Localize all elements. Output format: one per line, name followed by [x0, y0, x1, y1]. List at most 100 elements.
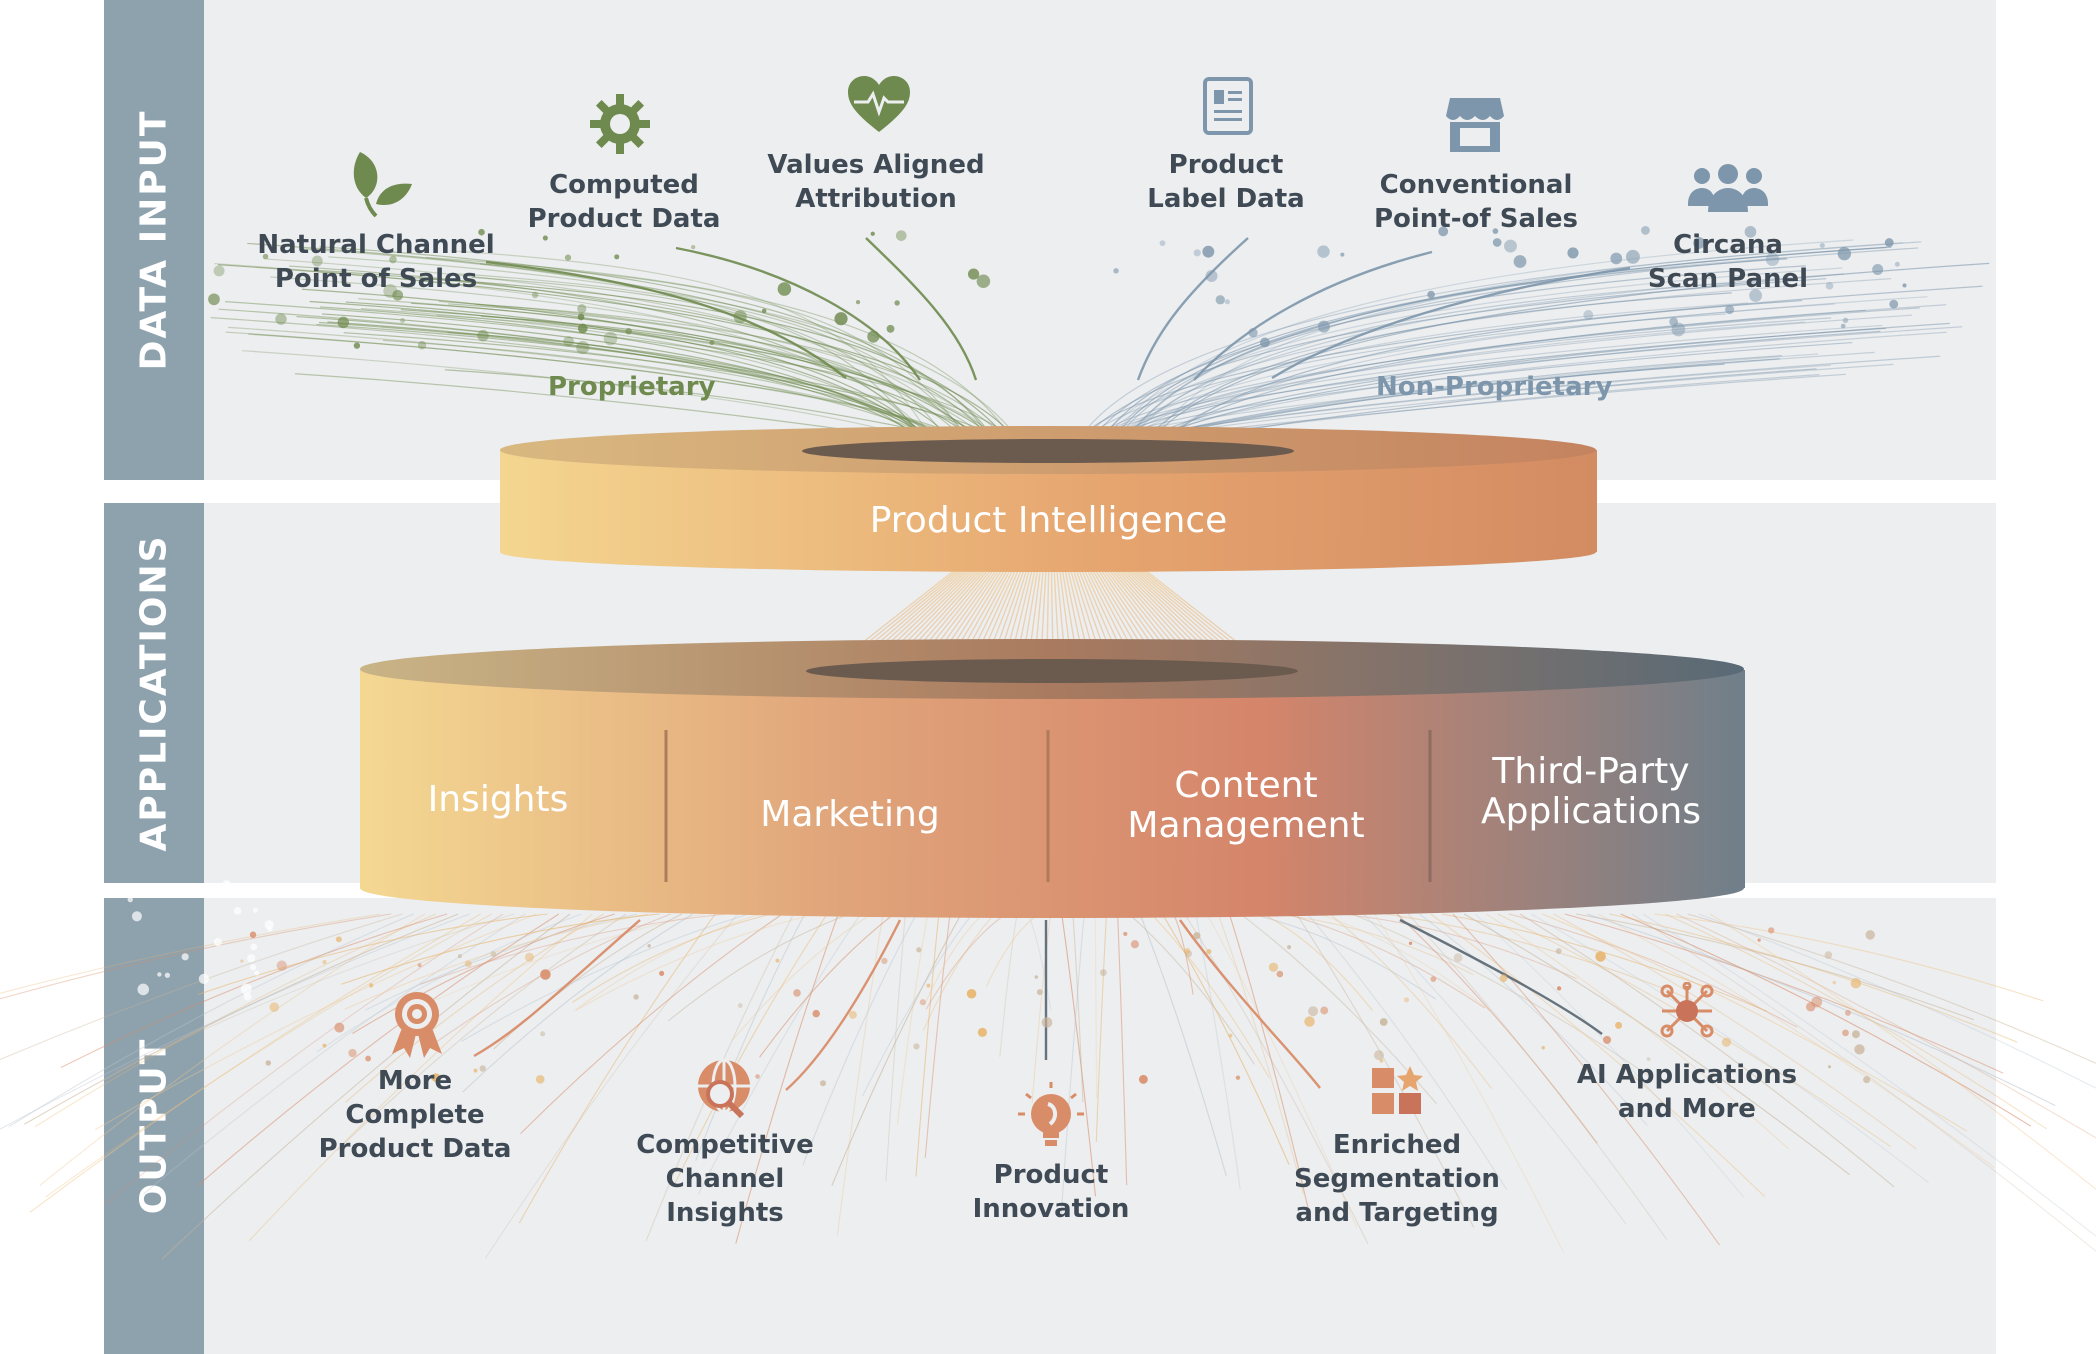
input-flow-line [1107, 304, 1947, 451]
particle-dot [1320, 1006, 1329, 1015]
output-flow-line [1597, 913, 1995, 1168]
particle-dot [1308, 1006, 1319, 1017]
particle-dot [1603, 1035, 1612, 1044]
particle-dot [967, 268, 980, 280]
particle-dot [916, 947, 922, 953]
particle-dot [383, 284, 398, 299]
particle-dot [1669, 317, 1679, 327]
particle-dot [614, 254, 620, 260]
particle-dot [1430, 976, 1437, 982]
output-flow-line [420, 913, 727, 985]
output-flow-line [197, 913, 548, 996]
particle-dot [812, 1009, 820, 1018]
particle-dot [479, 1065, 486, 1072]
output-flow-line [462, 913, 694, 1093]
output-flow-line [1060, 913, 1085, 1218]
particle-dot [243, 992, 252, 1001]
particle-dot [1453, 953, 1463, 962]
output-flow-line [759, 913, 895, 1058]
output-flow-line [1497, 913, 1892, 1148]
output-flow-line [1117, 913, 1128, 1186]
particle-dot [275, 313, 287, 325]
particle-dot [208, 293, 220, 306]
particle-dot [353, 342, 361, 349]
output-sidebar: OUTPUT [104, 898, 204, 1354]
output-flow-line [896, 913, 929, 1125]
output-flow-line [1228, 913, 1309, 1208]
output-flow-line [1441, 913, 1768, 1012]
output-arrow-line [473, 919, 641, 1058]
output-flow-line [1150, 913, 1270, 1078]
input-flow-line [1103, 302, 1749, 451]
particle-dot [233, 907, 242, 915]
output-flow-line [1452, 913, 1720, 1246]
input-flow-line [1071, 241, 1922, 451]
input-flow-line [1144, 257, 1787, 451]
particle-dot [477, 329, 489, 342]
particle-dot [1842, 1029, 1849, 1037]
particle-dot [1615, 1021, 1623, 1029]
particle-dot [348, 1048, 357, 1058]
particle-dot [886, 324, 895, 333]
output-flow-line [341, 913, 660, 985]
particle-dot [1854, 1044, 1865, 1055]
input-flow-line [318, 321, 959, 451]
particle-dot [1555, 948, 1562, 954]
particle-dot [322, 960, 327, 965]
particle-dot [625, 327, 632, 335]
particle-dot [881, 957, 888, 965]
particle-dot [1408, 941, 1413, 946]
output-flow-line [1285, 913, 1486, 1009]
output-flow-line [802, 913, 917, 1165]
particle-dot [577, 323, 588, 334]
particle-dot [478, 228, 485, 236]
particle-dot [240, 983, 252, 995]
input-flow-line [316, 323, 1007, 451]
particle-dot [976, 274, 991, 289]
input-flow-line [1121, 242, 1904, 451]
particle-dot [1894, 261, 1900, 267]
particle-dot [1159, 240, 1166, 247]
particle-dot [1824, 951, 1833, 959]
particle-dot [334, 1022, 345, 1033]
output-band [204, 898, 1996, 1354]
input-flow-line [1127, 322, 1950, 451]
particle-dot [1113, 268, 1119, 274]
particle-dot [249, 931, 257, 938]
particle-dot [1404, 997, 1410, 1003]
input-flow-line [218, 308, 959, 451]
particle-dot [1499, 974, 1508, 983]
particle-dot [647, 944, 651, 948]
particle-dot [535, 1075, 545, 1084]
data-input-sidebar: DATA INPUT [104, 0, 204, 480]
output-flow-line [999, 913, 1018, 1057]
particle-dot [1840, 323, 1846, 329]
input-flow-line [1149, 303, 1836, 451]
output-flow-line [925, 913, 1007, 1010]
output-flow-line [115, 913, 515, 1072]
output-flow-line [1631, 913, 2096, 1252]
input-arrow-line [865, 237, 978, 381]
input-flow-line [1105, 239, 1854, 451]
output-flow-line [1665, 913, 2047, 1130]
particle-dot [895, 230, 907, 241]
particle-dot [1610, 252, 1623, 265]
particle-dot [1641, 225, 1650, 235]
particle-dot [577, 304, 587, 314]
input-flow-line [217, 264, 1025, 451]
output-flow-line [365, 913, 638, 1011]
input-label-conventional-pos: Conventional Point-of Sales [1373, 170, 1579, 234]
input-flow-line [1134, 292, 1732, 451]
particle-dot [870, 231, 875, 236]
particle-dot [1646, 1057, 1651, 1061]
output-flow-line [668, 913, 850, 1022]
particle-dot [1626, 249, 1640, 264]
particle-dot [1202, 245, 1215, 258]
particle-dot [264, 920, 274, 930]
output-flow-line [34, 913, 437, 1128]
output-flow-line [39, 913, 425, 1186]
output-flow-line [104, 913, 504, 1206]
output-flow-line [1363, 913, 1627, 1225]
particle-dot [576, 340, 590, 355]
output-flow-line [885, 913, 906, 1182]
